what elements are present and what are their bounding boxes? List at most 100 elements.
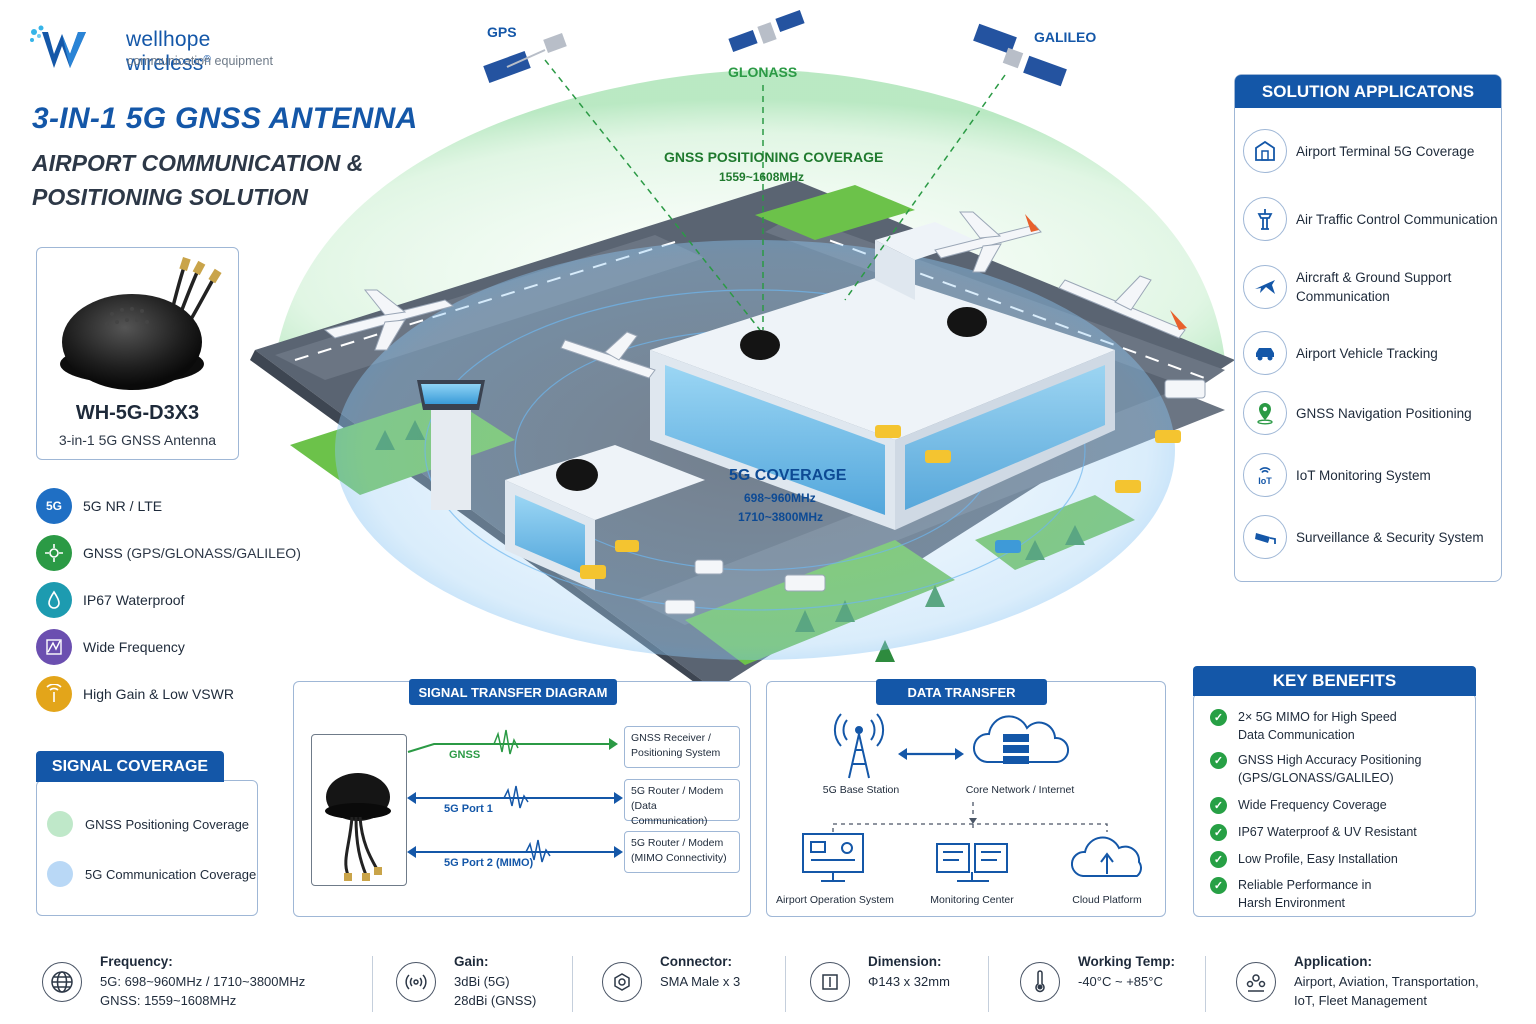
brand-logo: wellhope wireless® communication equipme… <box>28 22 288 75</box>
vehicle-icon <box>1243 331 1287 375</box>
app-item-gnss-navigation: GNSS Navigation Positioning <box>1243 391 1499 435</box>
operation-system-label: Airport Operation System <box>776 894 894 906</box>
signal-coverage-legend: GNSS Positioning Coverage 5G Communicati… <box>36 780 258 916</box>
terminal-icon <box>1243 129 1287 173</box>
app-label: GNSS Navigation Positioning <box>1296 405 1472 421</box>
legend-label: 5G Communication Coverage <box>85 866 257 882</box>
svg-text:IoT: IoT <box>1258 476 1272 486</box>
iot-icon: IoT <box>1243 453 1287 497</box>
operation-system-monitor-icon <box>802 833 864 882</box>
globe-icon <box>42 962 82 1002</box>
check-icon: ✓ <box>1210 752 1227 769</box>
gps-satellite-icon <box>483 33 567 83</box>
signal-icon <box>396 962 436 1002</box>
product-model: WH-5G-D3X3 <box>75 402 200 424</box>
feature-wide-frequency: Wide Frequency <box>36 623 336 670</box>
5g-port2-label: 5G Port 2 (MIMO) <box>444 857 534 869</box>
galileo-label: GALILEO <box>1034 29 1097 45</box>
base-station-label: 5G Base Station <box>822 784 900 796</box>
5g-coverage-swatch <box>47 861 73 887</box>
legend-gnss: GNSS Positioning Coverage <box>47 811 249 837</box>
spec-title: Gain: <box>454 954 489 969</box>
app-item-aircraft: Aircraft & Ground Support Communication <box>1243 265 1499 309</box>
solution-applications-title: SOLUTION APPLICATONS <box>1235 75 1501 108</box>
benefit-item: ✓ GNSS High Accuracy Positioning(GPS/GLO… <box>1210 751 1470 787</box>
monitoring-center-label: Monitoring Center <box>930 894 1014 906</box>
dimension-icon <box>810 962 850 1002</box>
camera-icon <box>1243 515 1287 559</box>
spec-connector: Connector: SMA Male x 3 <box>602 952 740 1002</box>
feature-label: High Gain & Low VSWR <box>83 685 234 702</box>
check-icon: ✓ <box>1210 824 1227 841</box>
feature-gnss: GNSS (GPS/GLONASS/GALILEO) <box>36 529 336 576</box>
page-subtitle: AIRPORT COMMUNICATION & POSITIONING SOLU… <box>32 150 364 210</box>
spec-value: GNSS: 1559~1608MHz <box>100 993 237 1008</box>
check-icon: ✓ <box>1210 851 1227 868</box>
spec-value: SMA Male x 3 <box>660 974 741 989</box>
5g-coverage-frequency-low: 698~960MHz <box>744 491 816 505</box>
spec-value: 28dBi (GNSS) <box>454 993 537 1008</box>
airplane-icon <box>1243 265 1287 309</box>
cloud-platform-icon <box>1071 836 1142 877</box>
signal-transfer-diagram: GNSS 5G Port 1 5G Port 2 (MIMO) GNSS Rec… <box>293 681 751 917</box>
gnss-coverage-swatch <box>47 811 73 837</box>
feature-label: GNSS (GPS/GLONASS/GALILEO) <box>83 544 301 561</box>
spec-value: 5G: 698~960MHz / 1710~3800MHz <box>100 974 306 989</box>
spec-title: Application: <box>1294 954 1372 969</box>
solution-applications-panel: SOLUTION APPLICATONS Airport Terminal 5G… <box>1234 74 1502 582</box>
product-card: WH-5G-D3X3 3-in-1 5G GNSS Antenna <box>36 247 239 460</box>
benefit-item: ✓ IP67 Waterproof & UV Resistant <box>1210 823 1470 841</box>
router-data-box: 5G Router / Modem(Data Communication) <box>624 779 740 827</box>
app-label: Surveillance & Security System <box>1296 529 1484 545</box>
glonass-satellite-icon <box>728 9 805 53</box>
frequency-icon <box>36 628 72 665</box>
app-item-iot: IoT IoT Monitoring System <box>1243 453 1499 497</box>
app-item-surveillance: Surveillance & Security System <box>1243 515 1499 559</box>
control-tower-icon <box>1243 197 1287 241</box>
gnss-signal-label: GNSS <box>449 749 481 761</box>
spec-dimension: Dimension: Φ143 x 32mm <box>810 952 950 1002</box>
gps-label: GPS <box>487 24 517 40</box>
divider <box>372 956 373 1012</box>
spec-value: Φ143 x 32mm <box>868 974 950 989</box>
waterproof-icon <box>36 581 72 618</box>
signal-coverage-title: SIGNAL COVERAGE <box>36 751 224 782</box>
wellhope-logo-icon <box>30 25 86 68</box>
spec-value: Airport, Aviation, Transportation, <box>1294 974 1479 989</box>
feature-list: 5G 5G NR / LTE GNSS (GPS/GLONASS/GALILEO… <box>36 482 336 717</box>
divider <box>785 956 786 1012</box>
core-network-cloud-icon <box>972 715 1069 764</box>
5g-coverage-title: 5G COVERAGE <box>729 467 847 484</box>
glonass-label: GLONASS <box>728 64 798 80</box>
app-item-vehicle: Airport Vehicle Tracking <box>1243 331 1499 375</box>
feature-waterproof: IP67 Waterproof <box>36 576 336 623</box>
connector-icon <box>602 962 642 1002</box>
spec-value: 3dBi (5G) <box>454 974 510 989</box>
divider <box>572 956 573 1012</box>
app-label: Airport Vehicle Tracking <box>1296 345 1438 361</box>
spec-working-temp: Working Temp: -40°C ~ +85°C <box>1020 952 1175 1002</box>
gain-icon <box>36 675 72 712</box>
5g-coverage-frequency-high: 1710~3800MHz <box>738 510 824 524</box>
divider <box>1205 956 1206 1012</box>
key-benefits-title: KEY BENEFITS <box>1193 666 1476 696</box>
router-mimo-box: 5G Router / Modem(MIMO Connectivity) <box>624 831 740 873</box>
feature-label: 5G NR / LTE <box>83 497 163 514</box>
app-label: Air Traffic Control Communication <box>1296 211 1498 227</box>
feature-label: IP67 Waterproof <box>83 591 185 608</box>
location-pin-icon <box>1243 391 1287 435</box>
gnss-coverage-title: GNSS POSITIONING COVERAGE <box>664 149 884 165</box>
base-station-icon <box>833 713 885 779</box>
app-label: Aircraft & Ground Support Communication <box>1296 270 1452 304</box>
signal-transfer-title: SIGNAL TRANSFER DIAGRAM <box>409 679 617 705</box>
thermometer-icon <box>1020 962 1060 1002</box>
signal-flow-lines <box>407 729 623 863</box>
spec-gain: Gain: 3dBi (5G) 28dBi (GNSS) <box>396 952 536 1010</box>
check-icon: ✓ <box>1210 797 1227 814</box>
brand-name: wellhope wireless® <box>126 28 212 75</box>
benefit-item: ✓ Wide Frequency Coverage <box>1210 796 1470 814</box>
antenna-product-image <box>60 257 222 390</box>
cloud-platform-label: Cloud Platform <box>1072 894 1142 906</box>
